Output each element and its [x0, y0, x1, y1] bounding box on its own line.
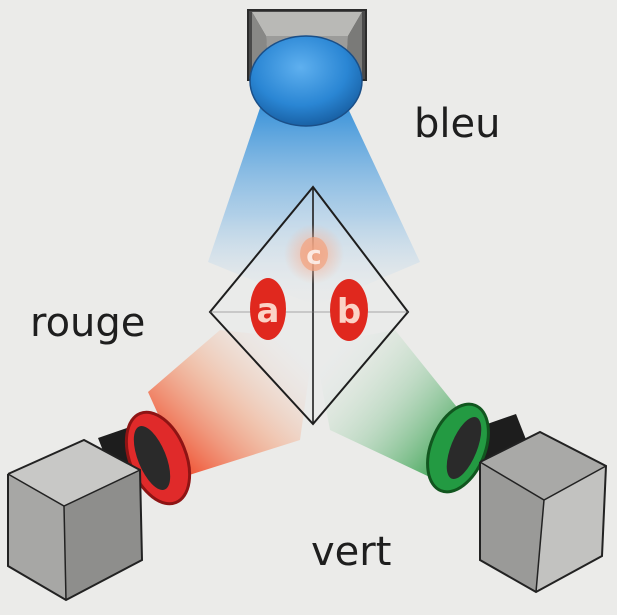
green-light-beam — [314, 330, 456, 480]
spot-a-label: a — [257, 291, 280, 331]
green-projector — [426, 402, 608, 594]
spot-c-label: c — [306, 241, 321, 271]
red-projector — [7, 410, 192, 602]
spot-c — [300, 237, 328, 271]
red-light-beam — [148, 330, 314, 476]
spot-a: a — [250, 278, 286, 340]
label-green: vert — [311, 529, 392, 575]
label-red: rouge — [30, 300, 146, 346]
spot-b-label: b — [337, 292, 361, 332]
spot-b: b — [330, 279, 368, 341]
label-blue: bleu — [414, 101, 501, 147]
blue-projector — [247, 9, 367, 127]
blue-lens — [249, 35, 363, 127]
blue-light-beam — [208, 102, 420, 306]
